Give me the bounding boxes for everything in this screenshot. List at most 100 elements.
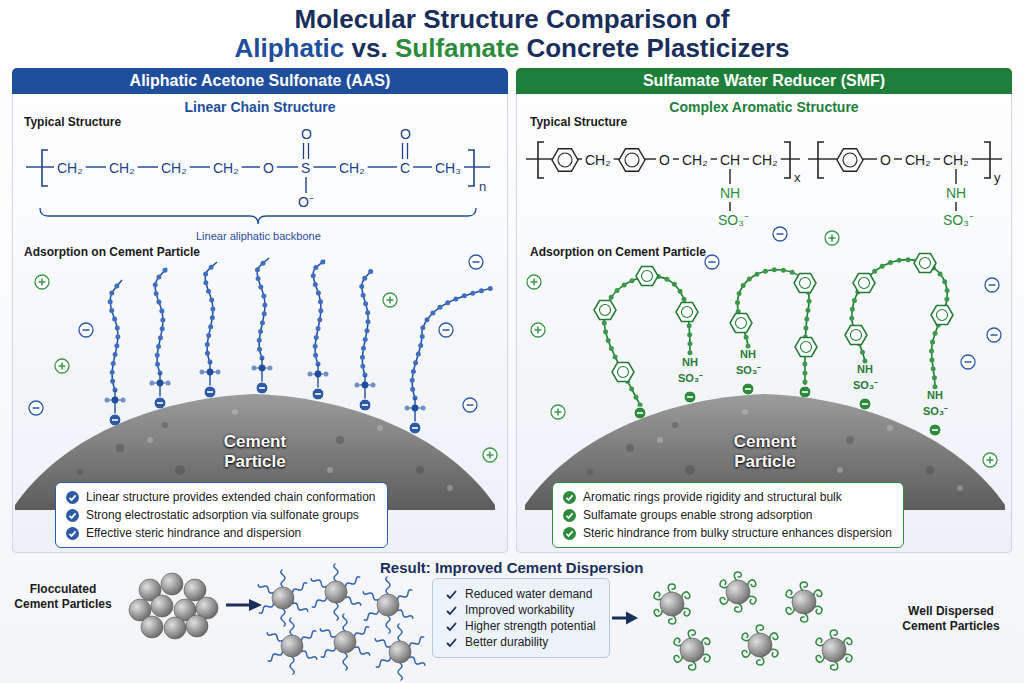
- formula-group: NH: [946, 186, 966, 200]
- formula-atom: O: [659, 153, 670, 167]
- smf-illustration-use: [705, 255, 719, 269]
- cement-particle-shape-g-circle: [232, 409, 238, 415]
- cement-particle-shape-g-circle: [957, 485, 963, 491]
- cement-particle-shape-g-circle: [887, 425, 893, 431]
- check-mark: [70, 531, 76, 536]
- feature-box: Aromatic rings provide rigidity and stru…: [552, 482, 904, 548]
- formula-atom: CH₂: [752, 153, 778, 167]
- dispersion-illustration-path: [249, 599, 262, 611]
- aas-illustration-use: [383, 293, 397, 307]
- cement-particle-shape-g-circle: [685, 465, 695, 475]
- check-icon: [563, 491, 576, 504]
- check-mark: [70, 495, 76, 500]
- aas-illustration-use: [79, 323, 93, 337]
- single-bond: [313, 166, 336, 167]
- aas-illustration-use: [150, 373, 171, 409]
- single-bond: [138, 166, 158, 167]
- check-disc: [66, 491, 79, 504]
- smf-illustration-use: [853, 274, 875, 293]
- title-word: Comparison: [546, 4, 698, 34]
- aas-illustration-g-path: [205, 262, 217, 362]
- single-bond: [86, 166, 106, 167]
- smf-illustration-use: [552, 149, 578, 172]
- aas-illustration-use: [308, 364, 329, 400]
- smf-illustration-use: [676, 303, 698, 322]
- dispersed-particles-use: [785, 582, 823, 622]
- cement-particle-shape-g-circle: [336, 436, 344, 444]
- dispersed-particles: [640, 566, 890, 674]
- title-word: Sulfamate: [395, 33, 519, 63]
- benefit-text: Higher strength potential: [465, 619, 596, 633]
- cement-particle-shape-g: [97, 409, 453, 491]
- single-bond: [863, 158, 877, 159]
- single-bond: [711, 158, 717, 159]
- smf-illustration-use: [859, 398, 871, 410]
- smf-illustration-path: [538, 142, 544, 178]
- aas-illustration-use: [483, 448, 497, 462]
- benefit-row: Improved workability: [445, 602, 597, 618]
- title-word: Plasticizers: [646, 33, 789, 63]
- group-caption: Well Dispersed Cement Particles: [898, 604, 1004, 634]
- formula-atom: O⁻: [298, 195, 314, 209]
- dispersed-particles-use: [719, 572, 757, 612]
- bullet-row: Steric hindrance from bulky structure en…: [563, 524, 893, 542]
- check-icon: [445, 588, 458, 601]
- smf-illustration-use: [684, 391, 696, 403]
- repeat-index: x: [794, 171, 801, 184]
- single-bond: [368, 166, 397, 167]
- cement-particle-shape-g-circle: [162, 422, 168, 428]
- cement-particle-shape-g-circle: [657, 437, 663, 443]
- comparison-panel: Sulfamate Water Reducer (SMF)Complex Aro…: [516, 68, 1012, 553]
- aas-illustration-path: [468, 150, 474, 186]
- smf-illustration-use: [961, 355, 975, 369]
- check-disc: [66, 527, 79, 540]
- smf-illustration-g-path: [604, 276, 690, 405]
- cement-particle-shape-g-circle: [926, 466, 934, 474]
- cement-particle-shape-g-circle: [77, 469, 83, 475]
- formula-group: SO₃⁻: [943, 213, 974, 227]
- aas-illustration-use: [35, 275, 49, 289]
- smf-illustration-use: [634, 407, 646, 419]
- single-bond: [277, 166, 298, 167]
- formula-atom: O: [880, 153, 891, 167]
- single-bond: [578, 158, 582, 159]
- single-bond: [305, 177, 306, 193]
- single-bond: [464, 166, 490, 167]
- check-mark: [567, 495, 573, 500]
- group-label: NH: [927, 390, 943, 401]
- check-disc: [563, 491, 576, 504]
- single-bond: [729, 169, 730, 184]
- smf-illustration-g: [604, 260, 947, 405]
- title-word: Aliphatic: [235, 33, 345, 63]
- group-label: NH: [857, 364, 873, 375]
- dispersion-illustration-use: [267, 618, 318, 674]
- panel-heading: Aliphatic Acetone Sulfonate (AAS): [130, 72, 391, 90]
- aas-illustration-g-path: [110, 280, 122, 390]
- check-mark: [567, 513, 573, 518]
- title-word: of: [705, 4, 730, 34]
- smf-illustration-use: [773, 227, 787, 241]
- smf-illustration-use: [845, 326, 867, 345]
- section-heading: Result: Improved Cement Dispersion: [380, 560, 643, 575]
- bullet-row: Sulfamate groups enable strong adsorptio…: [563, 506, 893, 524]
- smf-illustration-g-path: [852, 260, 948, 387]
- formula-atom: O: [263, 161, 274, 175]
- formula-group: NH: [720, 186, 740, 200]
- aas-illustration-g-path: [155, 268, 167, 373]
- smf-illustration-use: [612, 363, 634, 382]
- aas-illustration-g-path: [412, 288, 492, 398]
- smf-illustration-use: [929, 424, 941, 436]
- cement-particle-shape-g-circle: [742, 409, 748, 415]
- check-disc: [563, 509, 576, 522]
- check-mark: [447, 591, 456, 598]
- formula-atom: CH₂: [943, 153, 969, 167]
- smf-illustration-use: [799, 386, 811, 398]
- flocculated-cluster-g-circle: [164, 617, 186, 639]
- dispersion-illustration-use: [311, 564, 362, 620]
- dispersion-illustration-use: [375, 624, 426, 680]
- panel-subheading: Complex Aromatic Structure: [516, 99, 1012, 116]
- formula-atom: CH₂: [905, 153, 931, 167]
- single-bond: [934, 158, 940, 159]
- single-bond: [614, 158, 619, 159]
- bullet-text: Effective steric hindrance and dispersio…: [86, 526, 301, 540]
